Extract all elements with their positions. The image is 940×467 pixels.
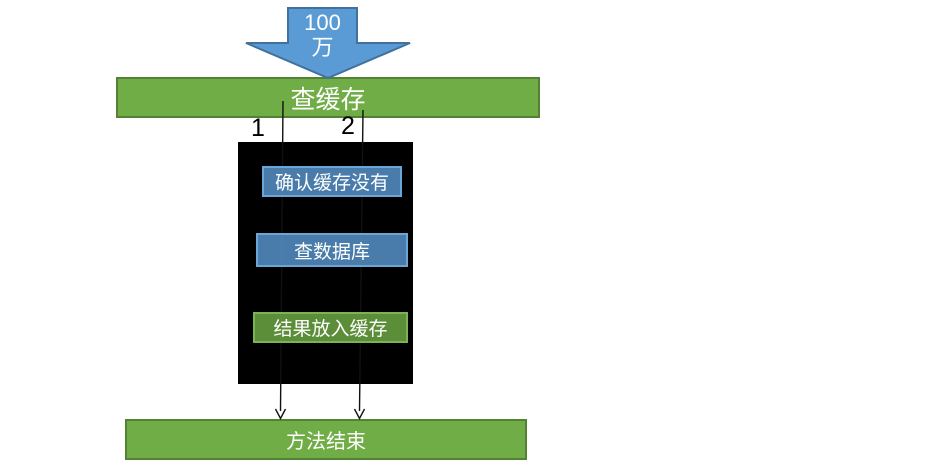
step-confirm-cache-miss: 确认缓存没有 [262, 166, 402, 197]
branch-1-arrowhead-icon [274, 408, 287, 421]
input-volume-line2: 万 [311, 35, 334, 61]
step-put-result-in-cache: 结果放入缓存 [253, 312, 408, 343]
input-volume-label: 100 万 [288, 10, 357, 61]
step-confirm-cache-miss-label: 确认缓存没有 [274, 173, 389, 194]
method-end-label: 方法结束 [286, 431, 366, 453]
step-query-database: 查数据库 [256, 233, 408, 267]
branch-1-label: 1 [251, 114, 265, 142]
input-volume-line1: 100 [304, 10, 341, 35]
cache-check-label: 查缓存 [290, 85, 366, 114]
cache-check-bar: 查缓存 [116, 77, 540, 118]
step-put-result-in-cache-label: 结果放入缓存 [273, 319, 388, 340]
branch-2-arrowhead-icon [353, 408, 366, 421]
step-query-database-label: 查数据库 [293, 241, 370, 263]
branch-2-label: 2 [341, 112, 355, 140]
method-end-bar: 方法结束 [125, 419, 527, 460]
